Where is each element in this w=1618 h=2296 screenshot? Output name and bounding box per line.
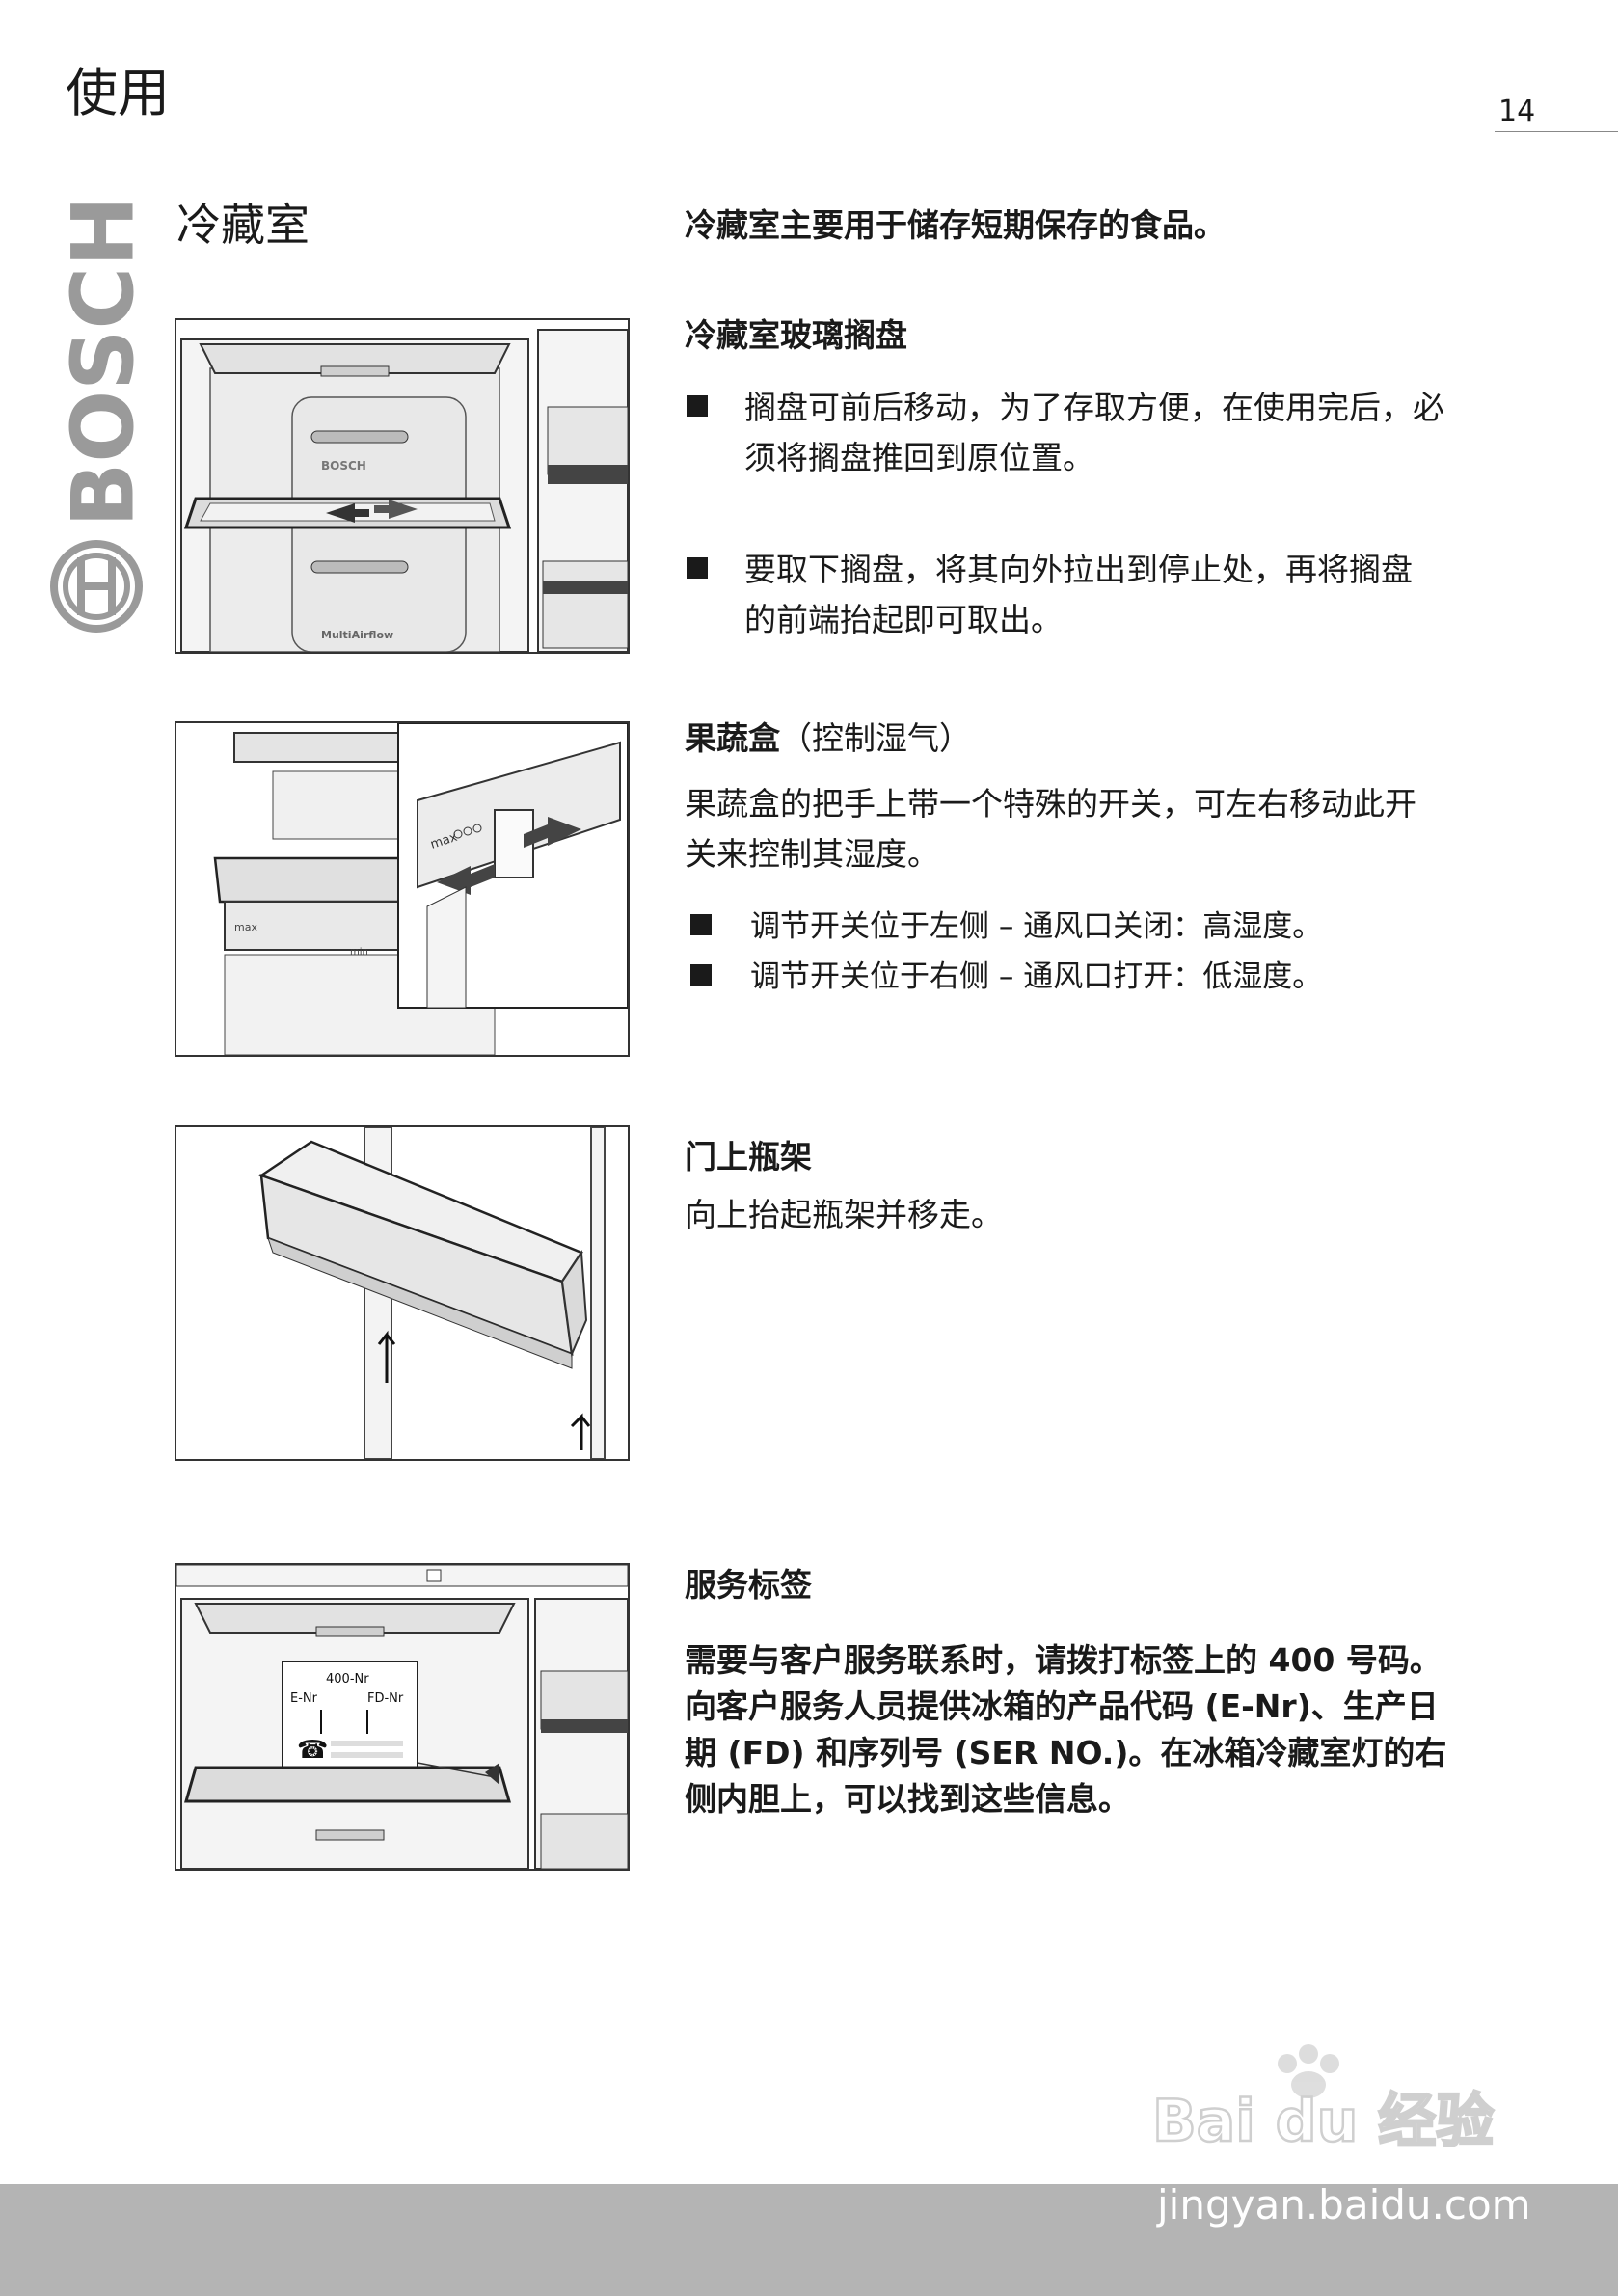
bullet-icon xyxy=(687,395,708,417)
glass-shelf-bullet-2-line-2: 的前端抬起即可取出。 xyxy=(744,601,1063,638)
glass-shelf-bullet-2-line-1: 要取下搁盘，将其向外拉出到停止处，再将搁盘 xyxy=(744,551,1413,588)
bosch-vertical-text: BOSCH xyxy=(54,203,153,521)
glass-shelf-figure: BOSCH MultiAirflow xyxy=(175,318,630,654)
door-rack-figure xyxy=(175,1125,630,1461)
crisper-heading-row: 果蔬盒（控制湿气） xyxy=(685,714,971,764)
bosch-armature-icon xyxy=(50,540,143,633)
section-intro: 冷藏室主要用于储存短期保存的食品。 xyxy=(685,206,1226,244)
page-title: 使用 xyxy=(66,63,170,123)
svg-text:max: max xyxy=(234,921,257,933)
bosch-vertical-logo: BOSCH xyxy=(54,203,153,521)
svg-text:400-Nr: 400-Nr xyxy=(326,1672,369,1687)
glass-shelf-bullet-1-line-2: 须将搁盘推回到原位置。 xyxy=(744,439,1094,476)
crisper-desc-line-1: 果蔬盒的把手上带一个特殊的开关，可左右移动此开 xyxy=(685,785,1416,823)
crisper-heading: 果蔬盒 xyxy=(685,719,780,757)
watermark-url: jingyan.baidu.com xyxy=(1157,2181,1531,2228)
service-label-figure: 400-Nr E-Nr FD-Nr ☎ xyxy=(175,1563,630,1871)
svg-text:FD-Nr: FD-Nr xyxy=(367,1691,404,1706)
crisper-bullet-1: 调节开关位于左侧 – 通风口关闭：高湿度。 xyxy=(750,909,1323,944)
baidu-jingyan-watermark: Bai du 经验 xyxy=(1151,2044,1495,2156)
page-number: 14 xyxy=(1498,95,1536,128)
service-label-heading: 服务标签 xyxy=(685,1566,812,1604)
door-rack-text: 向上抬起瓶架并移走。 xyxy=(685,1196,1003,1233)
door-rack-heading: 门上瓶架 xyxy=(685,1138,812,1175)
crisper-bullet-2: 调节开关位于右侧 – 通风口打开：低湿度。 xyxy=(750,959,1323,994)
svg-text:E-Nr: E-Nr xyxy=(290,1691,318,1706)
crisper-figure: max min max xyxy=(175,721,630,1057)
section-heading: 冷藏室 xyxy=(176,199,310,251)
footer-bar xyxy=(0,2184,1618,2296)
svg-text:MultiAirflow: MultiAirflow xyxy=(321,629,393,641)
crisper-heading-note: （控制湿气） xyxy=(780,719,971,757)
glass-shelf-heading: 冷藏室玻璃搁盘 xyxy=(685,316,907,354)
service-label-line-4: 侧内胆上，可以找到这些信息。 xyxy=(685,1780,1130,1818)
crisper-desc-line-2: 关来控制其湿度。 xyxy=(685,835,939,873)
service-label-line-3: 期 (FD) 和序列号 (SER NO.)。在冰箱冷藏室灯的右 xyxy=(685,1734,1447,1771)
bullet-icon xyxy=(687,557,708,579)
service-label-line-2: 向客户服务人员提供冰箱的产品代码 (E-Nr)、生产日 xyxy=(685,1688,1439,1725)
svg-text:BOSCH: BOSCH xyxy=(321,459,366,473)
svg-text:min: min xyxy=(350,947,368,958)
service-label-line-1: 需要与客户服务联系时，请拨打标签上的 400 号码。 xyxy=(685,1641,1442,1679)
bullet-icon xyxy=(690,914,712,935)
glass-shelf-bullet-1-line-1: 搁盘可前后移动，为了存取方便，在使用完后，必 xyxy=(744,389,1444,426)
page-number-rule xyxy=(1495,131,1618,132)
bullet-icon xyxy=(690,964,712,986)
svg-text:Bai du 经验: Bai du 经验 xyxy=(1152,2088,1494,2155)
svg-text:☎: ☎ xyxy=(297,1736,328,1765)
